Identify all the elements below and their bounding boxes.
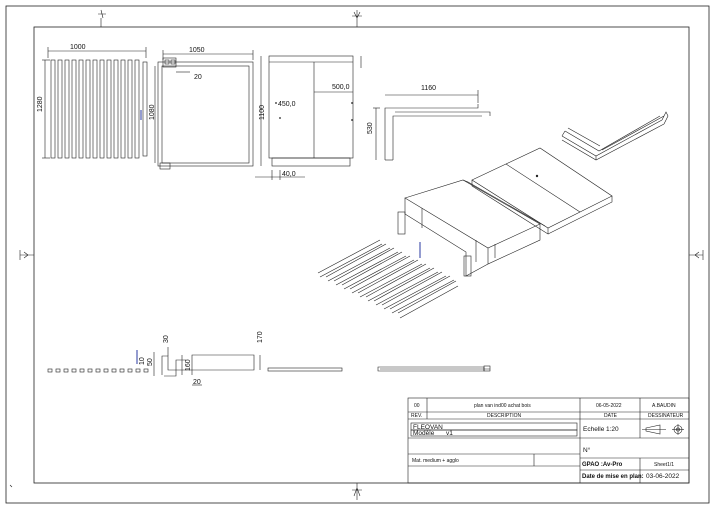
tray-top-view xyxy=(154,50,254,170)
dim-50: 50 xyxy=(147,358,154,366)
dim-160: 160 xyxy=(185,359,192,371)
dim-30: 30 xyxy=(163,335,170,343)
tb-date-plan-label: Date de mise en plan: xyxy=(582,474,644,480)
tb-gpao: GPAO :Av-Pro xyxy=(582,462,623,468)
side-profile-row xyxy=(47,347,491,386)
dim-10: 10 xyxy=(139,357,146,365)
dim-1100: 1100 xyxy=(259,105,266,120)
lid-holes xyxy=(275,102,353,121)
dim-1080: 1080 xyxy=(149,104,156,120)
iso-l-profiles xyxy=(561,111,669,161)
lid-view xyxy=(255,55,362,180)
outer-frame xyxy=(5,5,710,504)
dim-1050: 1050 xyxy=(189,47,205,54)
dim-1280: 1280 xyxy=(37,96,44,112)
tb-scale-value: 1:20 xyxy=(606,426,619,433)
tb-scale-label: Echelle xyxy=(583,426,605,433)
tb-author: A.BAUDIN xyxy=(652,403,676,409)
iso-tray xyxy=(397,179,546,277)
dim-20b: 20 xyxy=(193,379,201,386)
title-block-lines xyxy=(407,397,690,484)
iso-lid xyxy=(471,147,613,235)
tb-project: FLEOVAN xyxy=(413,424,443,431)
dim-1000: 1000 xyxy=(70,44,86,51)
dim-500: 500,0 xyxy=(332,84,350,91)
l-profile-view xyxy=(373,90,491,161)
tb-designer-label: DESSINATEUR xyxy=(648,413,684,419)
slats-front-view xyxy=(42,47,148,159)
dim-1160: 1160 xyxy=(421,85,436,92)
tb-sheet: Sheet1/1 xyxy=(654,462,674,468)
dim-40: 40,0 xyxy=(282,171,296,178)
tb-rev-number: 00 xyxy=(414,403,420,409)
tb-number-label: N° xyxy=(583,446,591,454)
tb-date-plan-value: 03-06-2022 xyxy=(646,473,680,480)
tb-title: plan van ind00 achat bois xyxy=(474,403,531,409)
dim-170: 170 xyxy=(257,331,264,343)
tb-model-label: Modèle xyxy=(413,430,435,437)
tb-date-label: DATE xyxy=(604,413,618,419)
dim-530: 530 xyxy=(367,122,374,134)
dim-450: 450,0 xyxy=(278,101,296,108)
tb-rev-label: REV. xyxy=(411,413,422,419)
tb-material: Mat. medium + agglo xyxy=(412,458,459,464)
iso-slats xyxy=(317,239,459,319)
tb-date-value: 06-05-2022 xyxy=(596,403,622,409)
frame-center-markers xyxy=(9,9,704,500)
tb-description-label: DESCRIPTION xyxy=(487,413,522,419)
tb-model-value: v1 xyxy=(446,430,453,437)
projection-symbol xyxy=(642,424,684,435)
dim-20: 20 xyxy=(194,74,202,81)
